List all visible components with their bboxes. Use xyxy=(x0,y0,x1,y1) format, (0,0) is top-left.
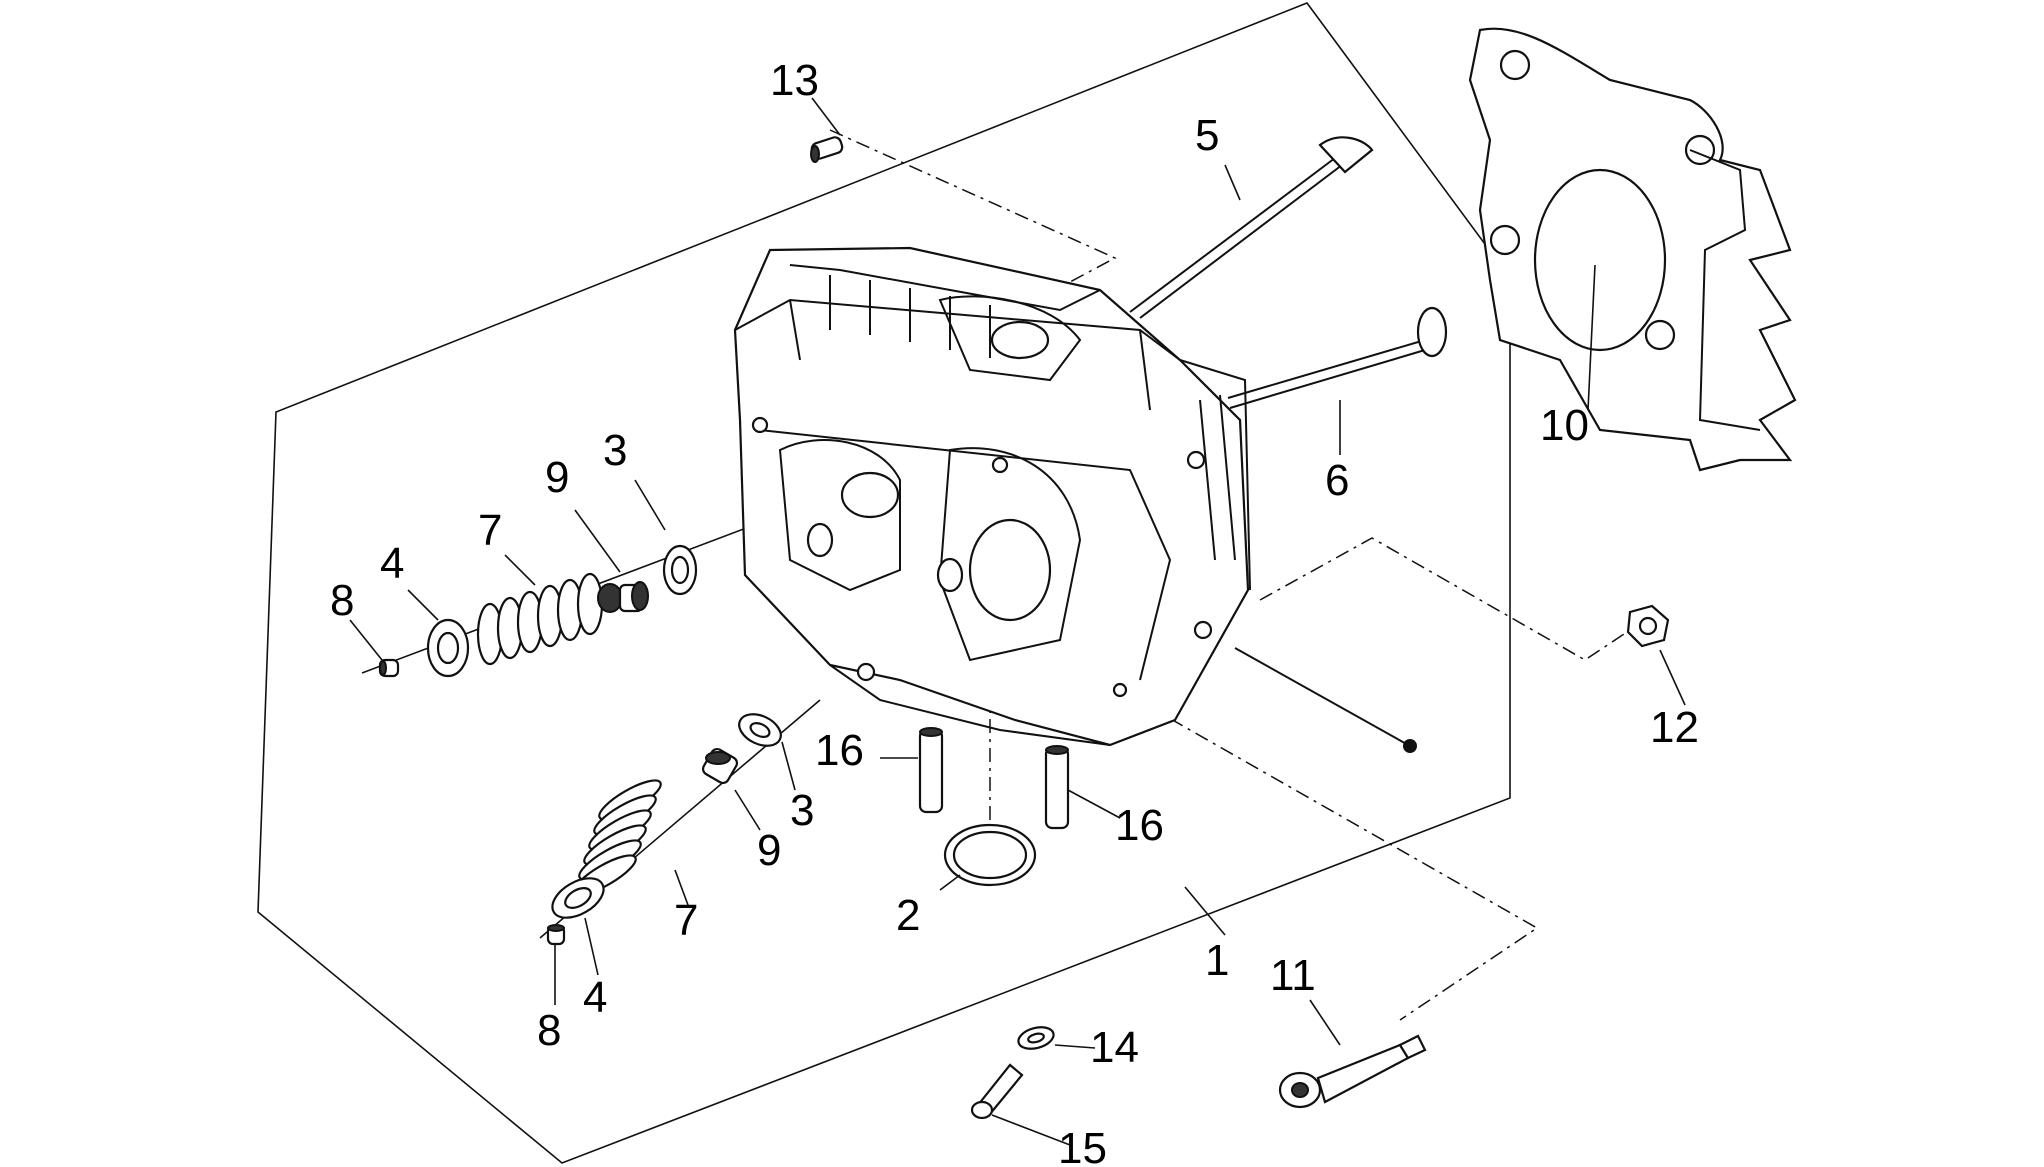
valve-6 xyxy=(1227,306,1448,409)
callout-11: 11 xyxy=(1270,951,1316,1000)
callout-7b: 7 xyxy=(674,896,698,945)
seal-9-upper xyxy=(597,581,649,613)
callout-3b: 3 xyxy=(790,786,814,835)
gasket-10 xyxy=(1468,27,1797,472)
keeper-8-lower xyxy=(546,924,566,946)
screw-15 xyxy=(970,1063,1024,1120)
callout-8b: 8 xyxy=(537,1006,561,1055)
dowel-16-right xyxy=(1044,745,1070,830)
callout-3a: 3 xyxy=(603,426,627,475)
leader-3-lower xyxy=(781,741,796,791)
callout-6: 6 xyxy=(1325,456,1349,505)
callout-4b: 4 xyxy=(583,973,607,1022)
leader-dashed-11 xyxy=(1119,689,1539,1021)
leader-8-upper xyxy=(349,619,383,661)
leader-4-lower xyxy=(584,917,599,976)
callout-5: 5 xyxy=(1195,111,1219,160)
callout-12: 12 xyxy=(1650,703,1699,752)
leader-2-part xyxy=(939,874,961,891)
leader-13-part xyxy=(811,97,841,136)
spring-7-upper xyxy=(476,572,604,666)
valve-5 xyxy=(1129,136,1374,319)
nut-12 xyxy=(1626,604,1670,648)
leader-9-upper xyxy=(574,509,621,573)
pin-13 xyxy=(810,136,844,163)
o-ring-2 xyxy=(943,823,1037,887)
callout-13: 13 xyxy=(770,56,819,105)
leader-1-part xyxy=(1184,886,1226,936)
callout-4a: 4 xyxy=(380,539,404,588)
dowel-16-left xyxy=(918,727,944,814)
cylinder-head xyxy=(733,246,1251,747)
leader-9-lower xyxy=(734,789,761,831)
callout-14: 14 xyxy=(1090,1023,1139,1072)
leader-10-part xyxy=(1587,264,1596,411)
keeper-8-upper xyxy=(378,658,400,678)
callout-8a: 8 xyxy=(330,576,354,625)
leader-dashed-13 xyxy=(829,129,1117,291)
callout-9a: 9 xyxy=(545,453,569,502)
leader-4-upper xyxy=(407,589,439,621)
leader-7-lower xyxy=(674,869,689,906)
callout-16a: 16 xyxy=(815,726,864,775)
spring-7-lower xyxy=(573,779,662,896)
seal-9-lower xyxy=(701,747,739,785)
washer-3-upper xyxy=(662,544,698,596)
retainer-4-lower xyxy=(551,877,605,919)
washer-3-lower xyxy=(738,713,782,747)
leader-14-part xyxy=(1054,1044,1096,1049)
bolt-11 xyxy=(1278,1034,1427,1109)
leader-7-upper xyxy=(504,554,536,586)
leader-16-right xyxy=(1067,789,1121,819)
callout-7a: 7 xyxy=(478,506,502,555)
leader-3-upper xyxy=(634,479,666,531)
callout-15: 15 xyxy=(1058,1124,1107,1167)
callout-2: 2 xyxy=(896,891,920,940)
callout-9b: 9 xyxy=(757,826,781,875)
callout-1: 1 xyxy=(1205,936,1229,985)
leader-11-part xyxy=(1309,999,1341,1046)
washer-14 xyxy=(1017,1026,1055,1050)
retainer-4-upper xyxy=(426,618,470,678)
leader-15-part xyxy=(991,1114,1071,1146)
callout-16b: 16 xyxy=(1115,801,1164,850)
leader-5-part xyxy=(1224,164,1241,201)
leader-dashed-12 xyxy=(1259,537,1631,661)
leader-12-part xyxy=(1659,649,1686,706)
callout-10: 10 xyxy=(1540,401,1589,450)
bolt-reference-line xyxy=(1234,647,1411,747)
